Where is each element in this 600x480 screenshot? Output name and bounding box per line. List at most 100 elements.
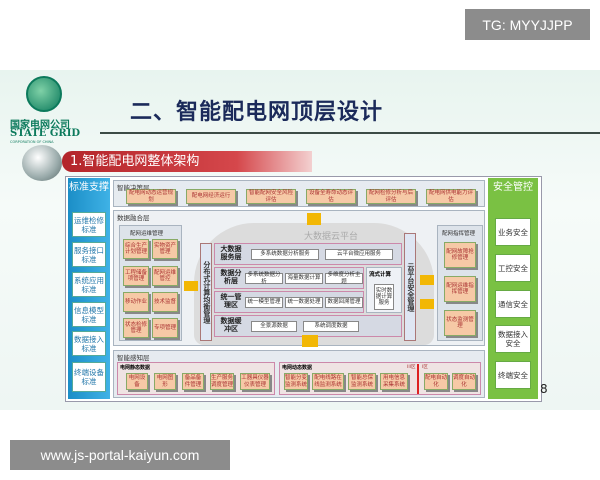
section-banner: 1.智能配电网整体架构 bbox=[62, 151, 312, 172]
static-data-group: 电网静态数据 电网设备 电网图形 备品备件管理 生产服务调度管理 工器具仪器仪表… bbox=[117, 362, 275, 395]
logo-cn: 国家电网公司 bbox=[10, 120, 70, 131]
dynamic-item: 配电线路在线监测系统 bbox=[312, 373, 344, 390]
row-label: 数据分析层 bbox=[220, 269, 242, 285]
state-grid-logo: 国家电网公司 STATE GRID CORPORATION OF CHINA bbox=[8, 74, 83, 146]
perception-layer-label: 智能感知层 bbox=[117, 354, 150, 362]
distributed-computing-balance: 分布式计算均衡管理 bbox=[200, 243, 212, 341]
standards-column: 标准支撑 运维检修标准 服务接口标准 系统应用标准 信息模型标准 数据接入标准 … bbox=[68, 178, 110, 399]
security-item: 终端安全 bbox=[495, 361, 531, 389]
static-label: 电网静态数据 bbox=[120, 365, 151, 371]
cloud-security-management: 云平台安全管理 bbox=[404, 233, 416, 341]
command-item: 配网运维指挥管理 bbox=[444, 276, 476, 302]
watermark-top: TG: MYYJJPP bbox=[465, 9, 590, 40]
stream-computing: 流式计算 实时数据计算服务 bbox=[366, 267, 402, 313]
fusion-layer: 数据融合层 大数据云平台 配网运维管理 综合生产计划管理 实物资产管理 工程储备… bbox=[113, 210, 485, 347]
row-item: 数据回溯管理 bbox=[325, 297, 363, 308]
page-number: 8 bbox=[540, 382, 548, 396]
static-item: 电网图形 bbox=[154, 373, 176, 390]
row-label: 统一管理区 bbox=[220, 293, 242, 309]
dynamic-label: 电网动态数据 bbox=[282, 365, 313, 371]
ops-item: 状态检修管理 bbox=[123, 318, 149, 338]
row-item: 统一模型管理 bbox=[245, 297, 283, 308]
command-label: 配网指挥管理 bbox=[442, 231, 476, 237]
right-arrow-icon bbox=[420, 275, 434, 285]
standard-item: 运维检修标准 bbox=[72, 212, 106, 237]
static-item: 生产服务调度管理 bbox=[210, 373, 234, 390]
row-item: 海量数据计算 bbox=[285, 273, 323, 284]
static-item: 电网设备 bbox=[126, 373, 148, 390]
dynamic-item: 配电自动化 bbox=[424, 373, 448, 390]
decision-item: 配网检修分析与后评估 bbox=[366, 189, 416, 204]
decision-item: 配电网供电能力评估 bbox=[426, 189, 476, 204]
row-item: 全景源数据 bbox=[251, 321, 297, 332]
decision-item: 智能配网安全风险评估 bbox=[246, 189, 296, 204]
row-item: 多系统数据分析服务 bbox=[251, 249, 319, 260]
globe-icon bbox=[22, 145, 62, 181]
ops-item: 移动作业 bbox=[123, 292, 149, 312]
perception-layer: 智能感知层 电网静态数据 电网设备 电网图形 备品备件管理 生产服务调度管理 工… bbox=[113, 350, 485, 398]
big-data-service-row: 大数据服务层 多系统数据分析服务 云平台微应用服务 bbox=[214, 243, 402, 265]
row-item: 云平台微应用服务 bbox=[325, 249, 393, 260]
up-arrow-icon bbox=[302, 335, 318, 347]
static-item: 备品备件管理 bbox=[182, 373, 204, 390]
dynamic-item: 用电信息采集系统 bbox=[380, 373, 408, 390]
security-column: 安全管控 业务安全 工控安全 通信安全 数据接入安全 终端安全 bbox=[488, 178, 538, 399]
ops-management: 配网运维管理 综合生产计划管理 实物资产管理 工程储备项管理 配网运维管控 移动… bbox=[119, 225, 182, 341]
zone-left-label: III区 bbox=[407, 365, 416, 370]
decision-item: 设备全寿命动态评估 bbox=[306, 189, 356, 204]
unified-zone-row: 统一管理区 统一模型管理 统一数据处理 数据回溯管理 bbox=[214, 291, 364, 313]
zone-right-label: I区 bbox=[422, 365, 428, 370]
dynamic-data-group: 电网动态数据 智能分变监测系统 配电线路在线监测系统 智能总保监测系统 用电信息… bbox=[279, 362, 481, 395]
ops-label: 配网运维管理 bbox=[130, 231, 164, 237]
row-label: 数据缓冲区 bbox=[220, 317, 242, 333]
security-header: 安全管控 bbox=[493, 182, 533, 193]
standards-header: 标准支撑 bbox=[69, 182, 109, 193]
standard-item: 信息模型标准 bbox=[72, 302, 106, 327]
security-item: 业务安全 bbox=[495, 218, 531, 246]
zone-divider bbox=[417, 364, 419, 394]
globe-logo-icon bbox=[26, 76, 62, 112]
page-title: 二、智能配电网顶层设计 bbox=[130, 100, 384, 125]
ops-item: 工程储备项管理 bbox=[123, 266, 149, 286]
fusion-layer-label: 数据融合层 bbox=[117, 214, 150, 222]
dynamic-item: 智能分变监测系统 bbox=[284, 373, 308, 390]
logo-sub: CORPORATION OF CHINA bbox=[10, 140, 54, 144]
watermark-bottom: www.js-portal-kaiyun.com bbox=[10, 440, 230, 470]
row-item: 系统调度数据 bbox=[303, 321, 359, 332]
command-item: 状态监测管理 bbox=[444, 310, 476, 336]
decision-layer-label: 智能决策层 bbox=[117, 184, 150, 192]
left-arrow-icon bbox=[184, 281, 198, 291]
stream-label: 流式计算 bbox=[369, 272, 392, 278]
standard-item: 数据接入标准 bbox=[72, 331, 106, 356]
dynamic-item: 智能总保监测系统 bbox=[348, 373, 376, 390]
ops-item: 专项管理 bbox=[152, 318, 178, 338]
ops-item: 实物资产管理 bbox=[152, 239, 178, 259]
command-item: 配网故障抢修管理 bbox=[444, 242, 476, 268]
up-arrow-icon bbox=[307, 213, 321, 225]
security-item: 数据接入安全 bbox=[495, 325, 531, 353]
standard-item: 系统应用标准 bbox=[72, 272, 106, 297]
static-item: 工器具仪器仪表管理 bbox=[240, 373, 270, 390]
security-item: 工控安全 bbox=[495, 254, 531, 282]
ops-item: 综合生产计划管理 bbox=[123, 239, 149, 259]
standard-item: 服务接口标准 bbox=[72, 242, 106, 267]
logo-en: STATE GRID bbox=[10, 128, 81, 139]
ops-item: 配网运维管控 bbox=[152, 266, 178, 286]
row-label: 大数据服务层 bbox=[220, 245, 242, 261]
row-item: 多维度分析主题 bbox=[325, 272, 363, 285]
left-arrow-icon bbox=[420, 299, 434, 309]
standard-item: 终端设备标准 bbox=[72, 362, 106, 392]
dynamic-item: 调度自动化 bbox=[452, 373, 476, 390]
cloud-label: 大数据云平台 bbox=[304, 232, 359, 242]
data-buffer-row: 数据缓冲区 全景源数据 系统调度数据 bbox=[214, 315, 402, 337]
decision-item: 配电网动态运营规划 bbox=[126, 189, 176, 204]
row-item: 统一数据处理 bbox=[285, 297, 323, 308]
ops-item: 技术监督 bbox=[152, 292, 178, 312]
decision-layer: 智能决策层 配电网动态运营规划 配电网经济运行 智能配网安全风险评估 设备全寿命… bbox=[113, 180, 485, 207]
row-item: 多系统数据分析 bbox=[245, 272, 283, 285]
data-analysis-row: 数据分析层 多系统数据分析 海量数据计算 多维度分析主题 bbox=[214, 267, 364, 289]
security-item: 通信安全 bbox=[495, 290, 531, 318]
title-divider bbox=[100, 132, 600, 134]
command-management: 配网指挥管理 配网故障抢修管理 配网运维指挥管理 状态监测管理 bbox=[437, 225, 483, 341]
decision-item: 配电网经济运行 bbox=[186, 189, 236, 204]
